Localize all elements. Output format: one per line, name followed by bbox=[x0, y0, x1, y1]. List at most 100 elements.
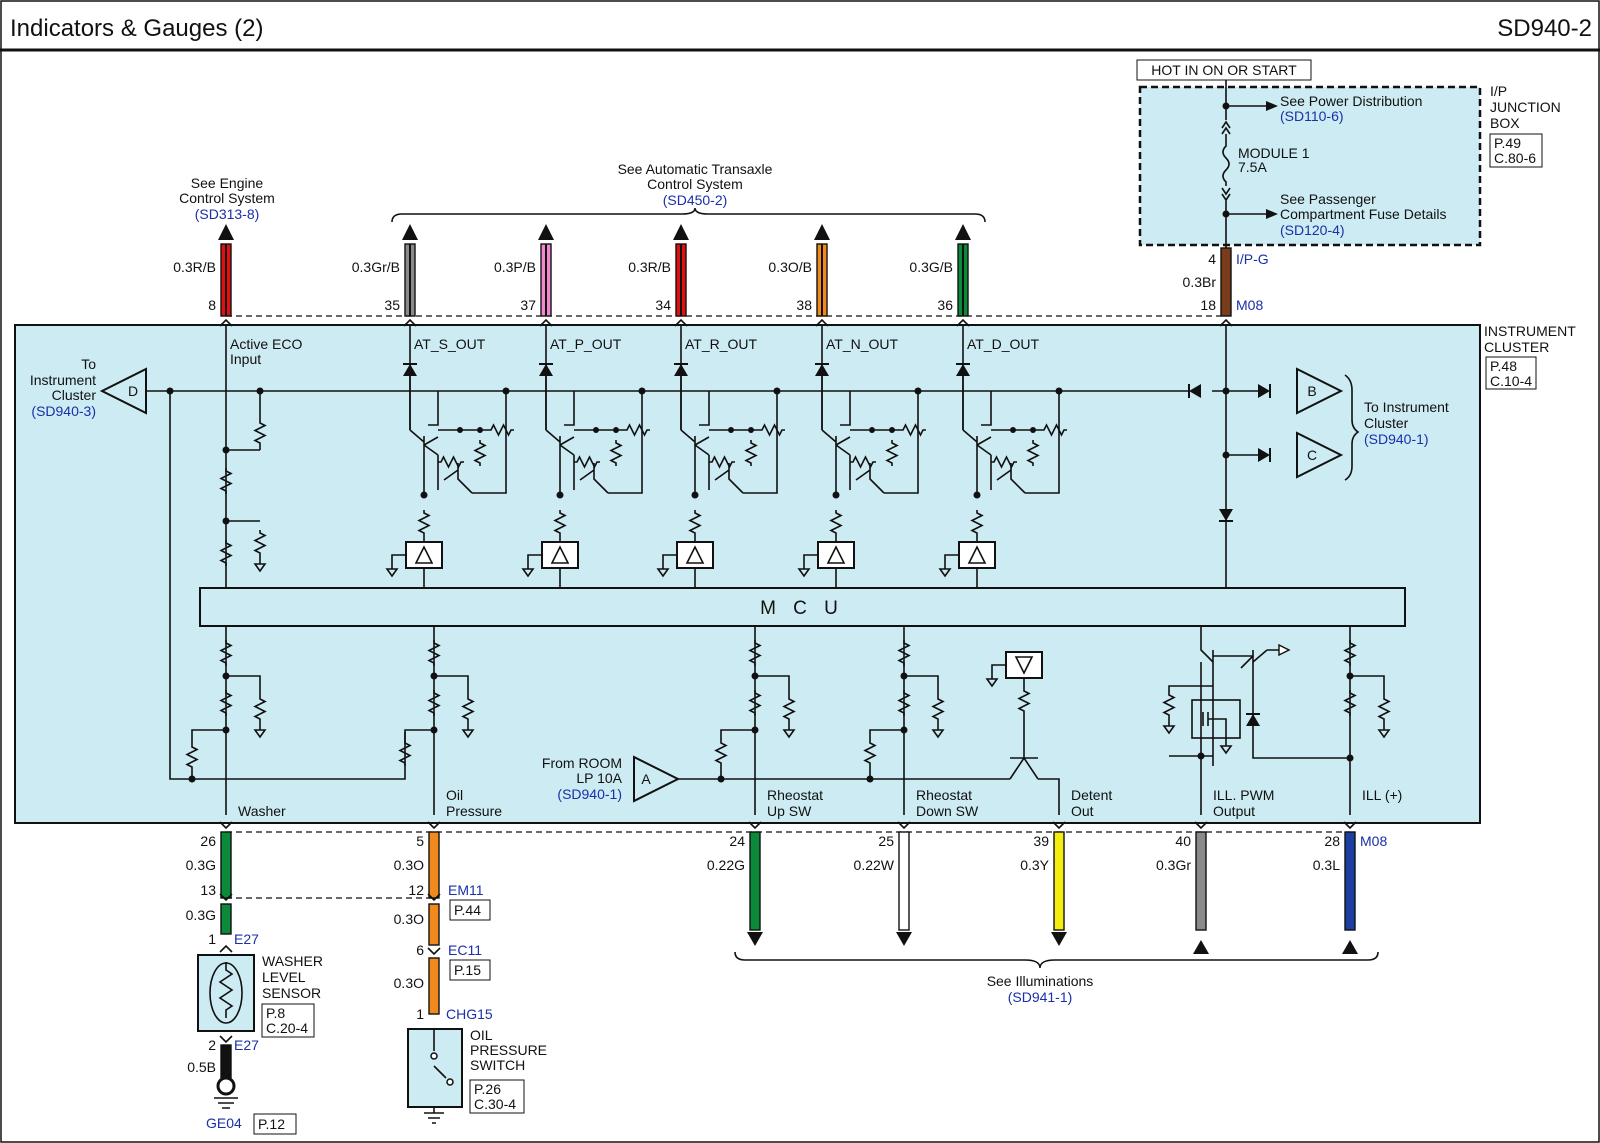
wire-spec: 0.3Y bbox=[1020, 857, 1049, 873]
transistor-icon bbox=[855, 391, 919, 494]
diode-icon bbox=[956, 364, 970, 376]
resistor-icon bbox=[427, 690, 441, 716]
pin-number: 12 bbox=[408, 882, 424, 898]
resistor-icon bbox=[885, 440, 899, 466]
schematic-element bbox=[527, 536, 561, 588]
schematic-element bbox=[1197, 752, 1205, 760]
wire-oil-3 bbox=[428, 957, 440, 1015]
switch-conn: C.30-4 bbox=[474, 1096, 516, 1112]
connector-id: CHG15 bbox=[446, 1006, 493, 1022]
pin-number: 40 bbox=[1175, 833, 1191, 849]
transistor-icon bbox=[409, 391, 439, 490]
connector-d-label: D bbox=[128, 383, 138, 399]
room-ref-2: LP 10A bbox=[576, 770, 622, 786]
right-brace bbox=[1344, 374, 1360, 481]
resistor-icon bbox=[744, 440, 758, 466]
wire-ground bbox=[220, 1044, 232, 1079]
signal-label: Output bbox=[1213, 803, 1255, 819]
engine-ref-2: Control System bbox=[179, 190, 275, 206]
wire-spec: 0.3Gr bbox=[1156, 857, 1191, 873]
conn-page: P.44 bbox=[454, 902, 481, 918]
connector-chevron-icon bbox=[1219, 318, 1233, 327]
cluster-name-1: INSTRUMENT bbox=[1484, 323, 1576, 339]
signal-label: Out bbox=[1071, 803, 1094, 819]
schematic-element bbox=[755, 675, 790, 696]
connector-id: E27 bbox=[234, 1037, 259, 1053]
signal-label: Up SW bbox=[767, 803, 812, 819]
resistor-icon bbox=[782, 696, 796, 722]
wire-spec: 0.3O bbox=[394, 975, 424, 991]
schematic-element bbox=[866, 775, 874, 783]
arrow-right-icon bbox=[1266, 209, 1278, 219]
resistor-icon bbox=[759, 423, 785, 437]
resistor-icon bbox=[417, 510, 431, 536]
resistor-icon bbox=[185, 744, 199, 770]
cluster-name-2: CLUSTER bbox=[1484, 339, 1549, 355]
connector-chevron-icon bbox=[219, 944, 233, 953]
engine-ref-code: (SD313-8) bbox=[195, 206, 260, 222]
switch-name: PRESSURE bbox=[470, 1042, 547, 1058]
ground-icon bbox=[1162, 718, 1176, 735]
wire-bottom-1 bbox=[428, 831, 440, 899]
left-ref-1: To bbox=[81, 356, 96, 372]
connector-chevron-icon bbox=[897, 821, 911, 830]
schematic-element bbox=[973, 491, 981, 499]
resistor-icon bbox=[1343, 690, 1357, 716]
diode-icon bbox=[1258, 448, 1270, 462]
signal-label: AT_P_OUT bbox=[550, 336, 622, 352]
jb-page-box bbox=[1489, 133, 1543, 168]
sensor-page-box bbox=[261, 1003, 315, 1038]
arrow-up-icon bbox=[1193, 940, 1209, 954]
engine-ref-1: See Engine bbox=[191, 175, 264, 191]
schematic-element bbox=[662, 536, 696, 588]
right-ref-code: (SD940-1) bbox=[1364, 431, 1429, 447]
ground-icon bbox=[782, 722, 796, 739]
ground-icon bbox=[656, 561, 670, 578]
resistor-icon bbox=[829, 510, 843, 536]
schematic-element bbox=[717, 775, 725, 783]
ground-icon bbox=[938, 561, 952, 578]
schematic-element bbox=[904, 675, 939, 696]
pin-number: 36 bbox=[937, 297, 953, 313]
connector-id: EM11 bbox=[448, 882, 484, 898]
fuse-module-1 bbox=[1221, 80, 1231, 258]
resistor-icon bbox=[991, 455, 1017, 469]
connector-chevron-icon bbox=[219, 821, 233, 830]
signal-label: AT_D_OUT bbox=[967, 336, 1040, 352]
fuse-name: MODULE 1 bbox=[1238, 145, 1310, 161]
pass-ref: (SD120-4) bbox=[1280, 222, 1345, 238]
schematic-element bbox=[1346, 754, 1354, 762]
switch-page-box bbox=[469, 1079, 525, 1114]
resistor-icon bbox=[970, 510, 984, 536]
connector-id: E27 bbox=[234, 931, 259, 947]
resistor-icon bbox=[714, 740, 728, 766]
connector-chevron-icon bbox=[1052, 821, 1066, 830]
hot-label-box bbox=[1136, 59, 1312, 81]
conn-page-box bbox=[449, 899, 491, 921]
connector-id: EC11 bbox=[448, 942, 482, 958]
connector-chevron-icon bbox=[748, 821, 762, 830]
pin-number: 34 bbox=[655, 297, 671, 313]
resistor-icon bbox=[897, 690, 911, 716]
page-code: SD940-2 bbox=[1497, 15, 1592, 42]
signal-label: Rheostat bbox=[767, 787, 823, 803]
transistor-icon bbox=[996, 391, 1060, 494]
pin-number: 37 bbox=[520, 297, 536, 313]
transistor-icon bbox=[962, 391, 992, 490]
connector-a-label: A bbox=[641, 771, 651, 787]
pin-number: 1 bbox=[416, 1006, 424, 1022]
signal-label: ILL (+) bbox=[1362, 787, 1402, 803]
connector-chevron-icon bbox=[427, 947, 441, 956]
diode-icon bbox=[815, 364, 829, 376]
schematic-element bbox=[222, 446, 230, 454]
resistor-icon bbox=[253, 530, 267, 556]
power-dist-ref: (SD110-6) bbox=[1280, 108, 1344, 124]
schematic-element bbox=[434, 675, 469, 696]
transaxle-ref-1: See Automatic Transaxle bbox=[618, 161, 773, 177]
buffer-icon bbox=[1014, 656, 1034, 675]
resistor-icon bbox=[863, 740, 877, 766]
switch-name: OIL bbox=[470, 1027, 493, 1043]
transistor-icon bbox=[714, 391, 778, 494]
schematic-element bbox=[991, 664, 1060, 815]
